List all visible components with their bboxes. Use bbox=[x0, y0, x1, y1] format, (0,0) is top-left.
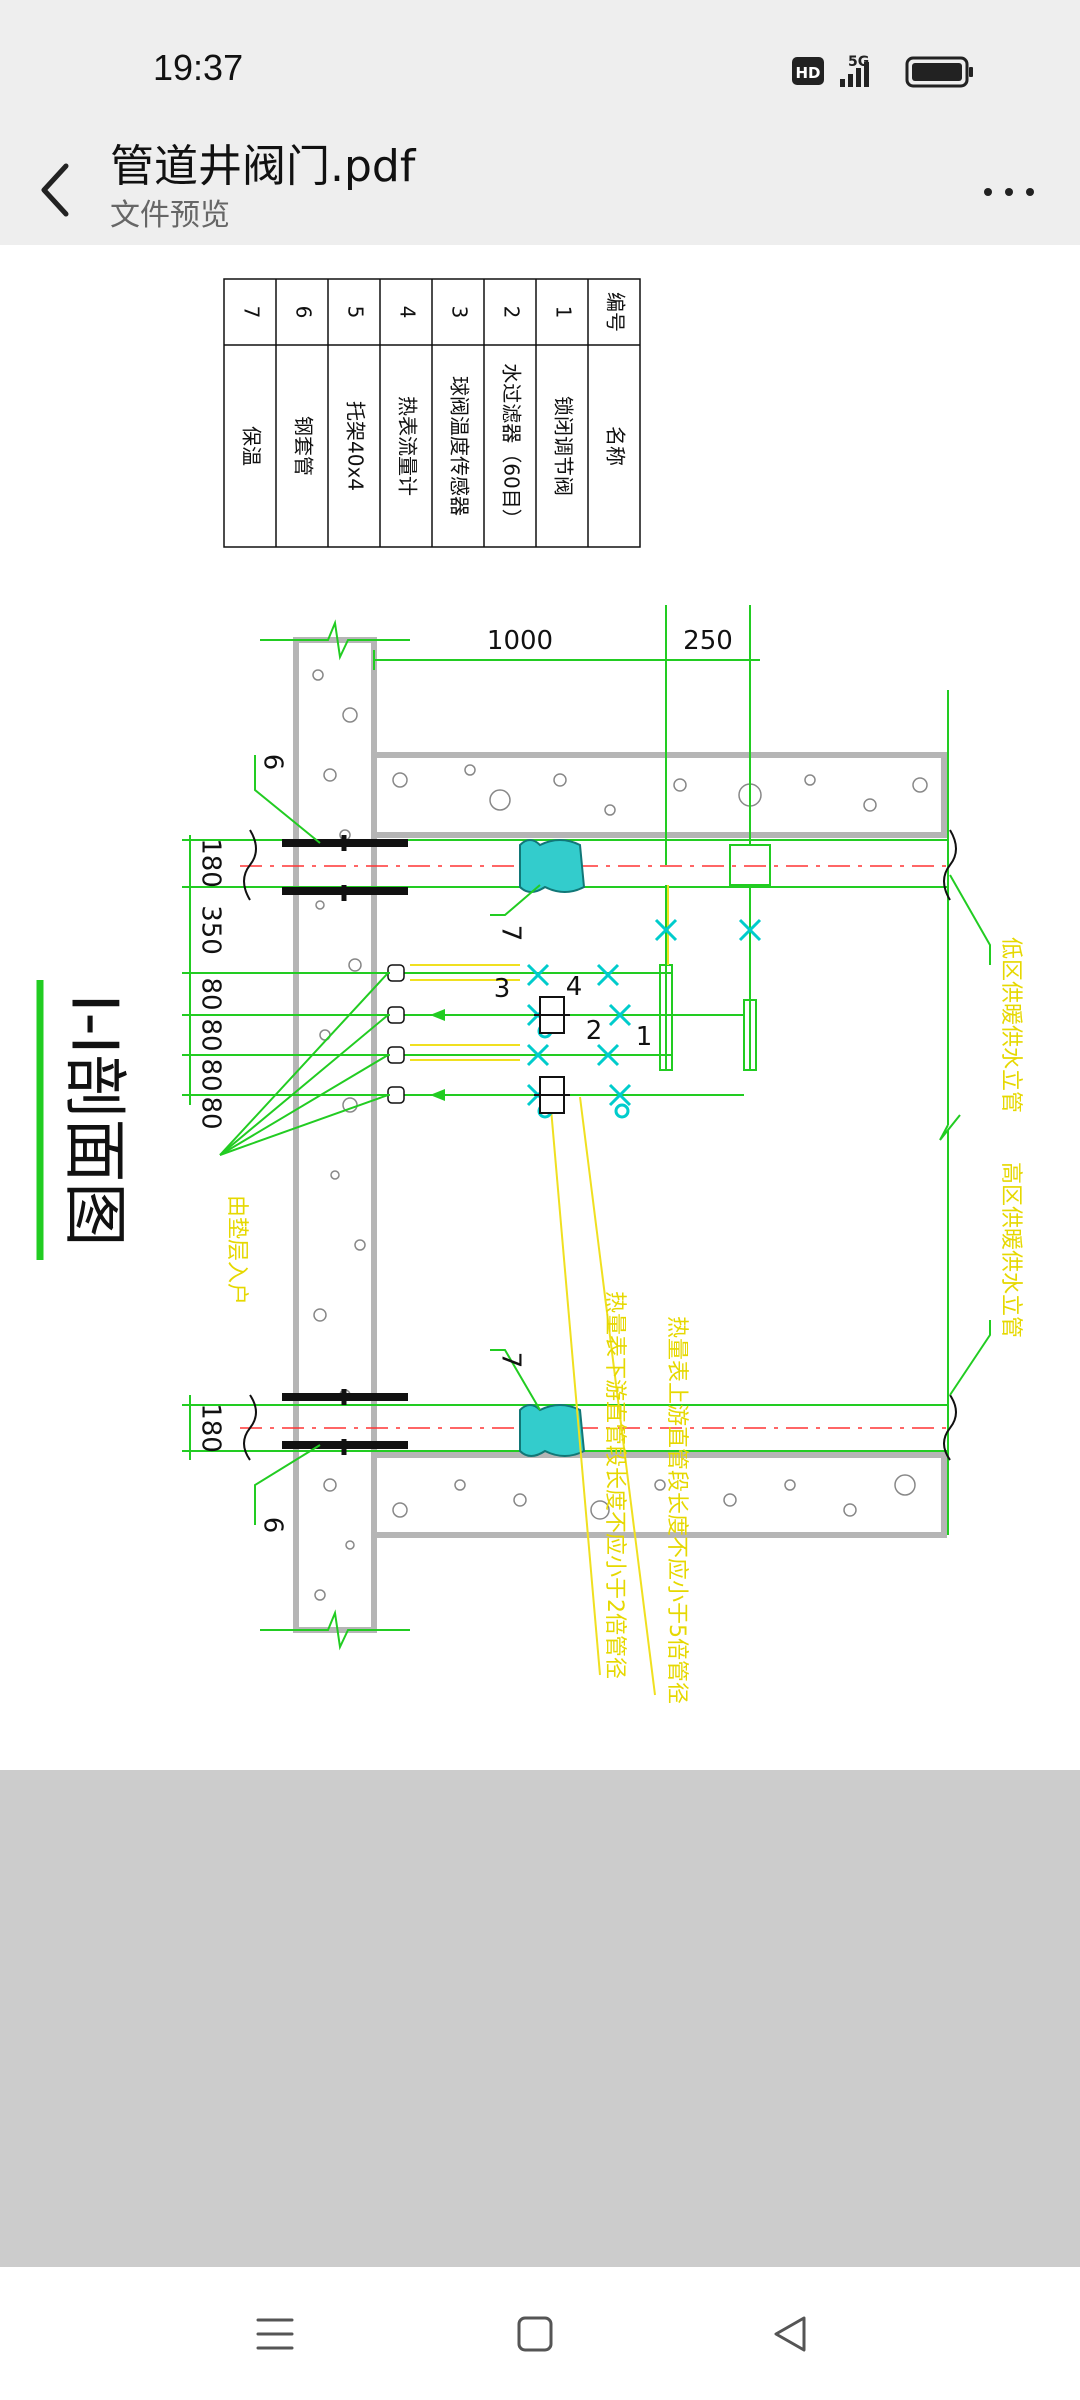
tag-4: 4 bbox=[566, 972, 583, 1002]
table-row-name: 球阀温度传感器 bbox=[448, 376, 472, 516]
network-label: 5G bbox=[848, 54, 869, 70]
table-row-name: 热表流量计 bbox=[396, 396, 420, 496]
document-subtitle: 文件预览 bbox=[110, 198, 230, 233]
dim-80: 80 bbox=[196, 977, 226, 1010]
note-upstream-straight-pipe: 热量表上游直管段长度不应小于5倍管径 bbox=[664, 1316, 689, 1704]
dim-350: 350 bbox=[196, 905, 226, 955]
table-row-no: 5 bbox=[344, 306, 368, 319]
dim-80: 80 bbox=[196, 1018, 226, 1051]
yellow-flow-lines bbox=[410, 885, 669, 1696]
table-row-no: 3 bbox=[448, 306, 472, 319]
table-row-name: 锁闭调节阀 bbox=[552, 396, 576, 496]
status-bar: 19:37 HD 5G bbox=[0, 0, 1080, 130]
table-row-name: 水过滤器（60目） bbox=[500, 363, 524, 528]
table-row-no: 2 bbox=[500, 306, 524, 319]
table-row-name: 保温 bbox=[240, 426, 264, 466]
table-row-no: 4 bbox=[396, 306, 420, 319]
table-row-name: 钢套管 bbox=[292, 416, 316, 476]
menu-nav-button[interactable] bbox=[240, 2302, 310, 2366]
signal-5g-icon: 5G bbox=[840, 54, 869, 87]
table-row-no: 1 bbox=[552, 306, 576, 319]
legend-table: 编号 名称 1 锁闭调节阀 2 水过滤器（60目） 3 球阀温度传感器 4 热表… bbox=[223, 278, 641, 548]
heat-meter-icons bbox=[534, 996, 570, 1114]
tag-3: 3 bbox=[494, 974, 511, 1004]
status-icons: HD 5G bbox=[792, 54, 973, 88]
dim-180-bottom: 180 bbox=[196, 1403, 226, 1453]
concrete-structure bbox=[260, 619, 947, 1651]
system-nav-bar bbox=[0, 2267, 1080, 2400]
table-header-no: 编号 bbox=[604, 292, 628, 332]
tag-7-bottom: 7 bbox=[496, 1352, 526, 1369]
dim-80: 80 bbox=[196, 1096, 226, 1129]
more-icon bbox=[984, 188, 1034, 196]
section-title-group: I-I剖面图 bbox=[36, 980, 130, 1260]
dim-80: 80 bbox=[196, 1058, 226, 1091]
dim-180-top: 180 bbox=[196, 838, 226, 888]
table-row-name: 托架40x4 bbox=[344, 401, 368, 491]
table-row-no: 7 bbox=[240, 306, 264, 319]
wall-entry-caps bbox=[387, 964, 405, 1104]
dimension-lines bbox=[182, 650, 760, 1460]
flow-arrows bbox=[430, 1009, 445, 1101]
tag-6-top: 6 bbox=[258, 754, 288, 771]
hd-label: HD bbox=[795, 64, 820, 82]
back-button[interactable] bbox=[30, 150, 80, 230]
main-pipes bbox=[190, 829, 957, 1461]
viewer-empty-area bbox=[0, 1770, 1080, 2267]
label-low-zone-riser: 低区供暖供水立管 bbox=[998, 937, 1023, 1113]
battery-icon bbox=[905, 56, 973, 88]
tag-2: 2 bbox=[586, 1016, 603, 1046]
table-header-name: 名称 bbox=[604, 426, 628, 466]
tag-7-top: 7 bbox=[496, 925, 526, 942]
dim-250: 250 bbox=[683, 626, 733, 656]
cad-drawing: 编号 名称 1 锁闭调节阀 2 水过滤器（60目） 3 球阀温度传感器 4 热表… bbox=[36, 278, 1023, 1704]
section-title: I-I剖面图 bbox=[56, 994, 130, 1247]
tag-1: 1 bbox=[636, 1022, 653, 1052]
menu-icon bbox=[256, 2318, 294, 2350]
triangle-back-icon bbox=[774, 2316, 806, 2352]
document-title: 管道井阀门.pdf bbox=[110, 141, 416, 192]
back-nav-button[interactable] bbox=[756, 2302, 826, 2366]
table-row-no: 6 bbox=[292, 306, 316, 319]
chevron-left-icon bbox=[41, 163, 69, 217]
status-time: 19:37 bbox=[153, 47, 244, 88]
square-icon bbox=[517, 2316, 553, 2352]
label-entry-from-cushion: 由垫层入户 bbox=[224, 1195, 249, 1305]
note-downstream-straight-pipe: 热量表下游直管段长度不应小于2倍管径 bbox=[602, 1291, 627, 1679]
pdf-viewer[interactable]: 编号 名称 1 锁闭调节阀 2 水过滤器（60目） 3 球阀温度传感器 4 热表… bbox=[0, 245, 1080, 1770]
dim-1000: 1000 bbox=[487, 626, 553, 656]
callout-leaders bbox=[219, 755, 991, 1525]
riser-lines bbox=[939, 690, 961, 1535]
label-high-zone-riser: 高区供暖供水立管 bbox=[998, 1162, 1023, 1338]
home-nav-button[interactable] bbox=[500, 2302, 570, 2366]
hd-icon: HD bbox=[792, 57, 824, 85]
tag-6-bottom: 6 bbox=[258, 1517, 288, 1534]
app-header: 管道井阀门.pdf 文件预览 bbox=[0, 130, 1080, 245]
more-options-button[interactable] bbox=[974, 160, 1044, 220]
